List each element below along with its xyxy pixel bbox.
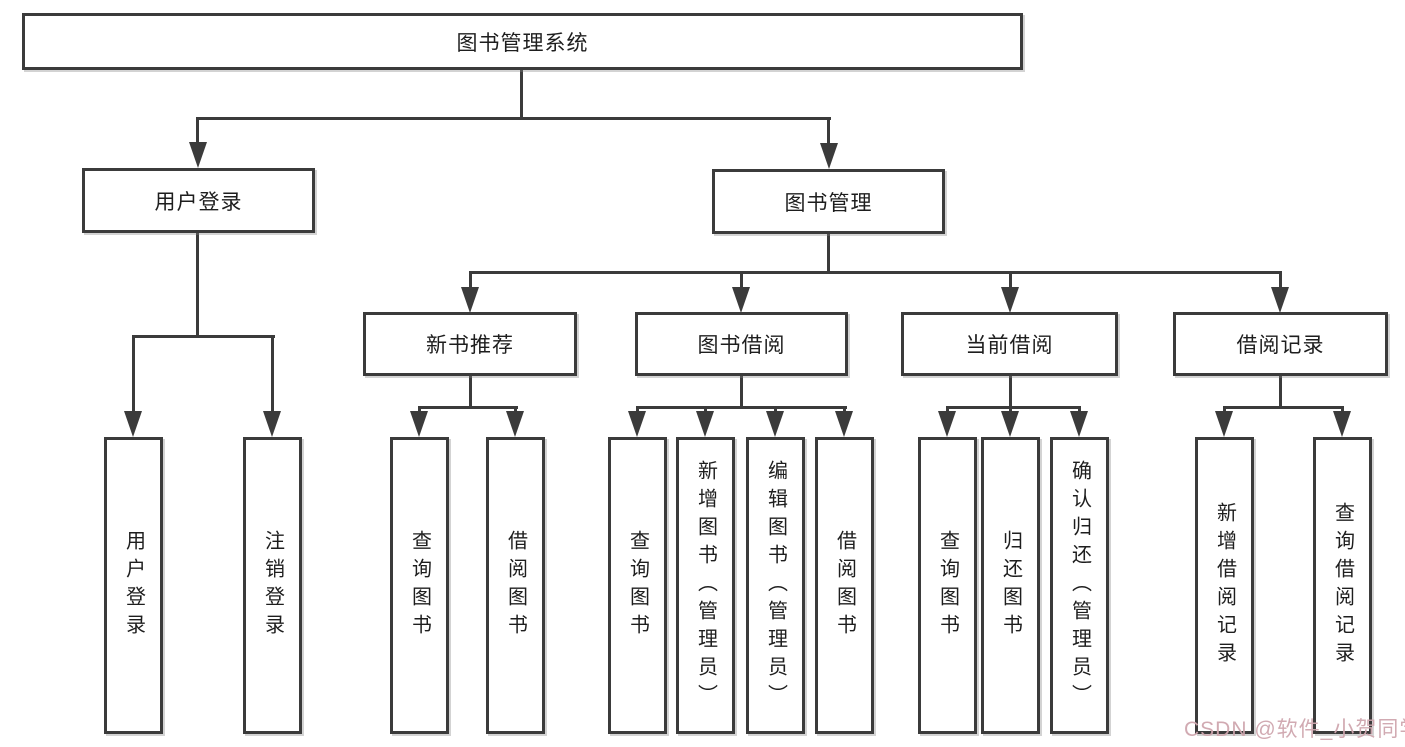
node-borrowing-records: 借阅记录 xyxy=(1173,312,1388,376)
connector-line xyxy=(1078,406,1081,414)
node-new-book-recommend: 新书推荐 xyxy=(363,312,577,376)
leaf-query-books-current-label: 查询图书 xyxy=(936,529,959,642)
node-current-borrowing-label: 当前借阅 xyxy=(965,334,1054,357)
connector-line xyxy=(1279,271,1282,289)
connector-line xyxy=(1009,406,1012,414)
connector-line xyxy=(946,406,949,414)
connector-line xyxy=(1009,271,1012,289)
node-book-borrowing-label: 图书借阅 xyxy=(697,334,786,357)
leaf-borrow-books-recommend: 借阅图书 xyxy=(486,437,545,734)
connector-line xyxy=(946,406,1081,409)
connector-line xyxy=(1223,406,1226,414)
leaf-add-borrow-record-label: 新增借阅记录 xyxy=(1213,501,1236,670)
node-new-book-recommend-label: 新书推荐 xyxy=(426,334,514,357)
leaf-add-borrow-record: 新增借阅记录 xyxy=(1195,437,1254,734)
leaf-query-books-recommend-label: 查询图书 xyxy=(408,529,431,642)
connector-line xyxy=(740,271,743,289)
connector-line xyxy=(132,335,275,338)
node-current-borrowing: 当前借阅 xyxy=(901,312,1118,376)
leaf-query-books-borrowing-label: 查询图书 xyxy=(626,529,649,642)
connector-arrow xyxy=(410,411,428,437)
connector-arrow xyxy=(1271,287,1289,313)
connector-arrow xyxy=(506,411,524,437)
leaf-borrow-books-label: 借阅图书 xyxy=(833,529,856,642)
connector-arrow xyxy=(461,287,479,313)
connector-line xyxy=(843,406,846,414)
connector-arrow xyxy=(263,411,281,437)
leaf-query-borrow-record: 查询借阅记录 xyxy=(1313,437,1372,734)
connector-line xyxy=(636,406,847,409)
node-borrowing-records-label: 借阅记录 xyxy=(1236,334,1325,357)
connector-line xyxy=(740,376,743,409)
node-book-borrowing: 图书借阅 xyxy=(635,312,848,376)
connector-line xyxy=(514,406,517,414)
connector-line xyxy=(196,117,199,145)
connector-arrow xyxy=(766,411,784,437)
connector-arrow xyxy=(189,142,207,168)
leaf-return-books: 归还图书 xyxy=(981,437,1040,734)
node-root: 图书管理系统 xyxy=(22,13,1023,70)
leaf-edit-books-admin: 编辑图书（管理员） xyxy=(746,437,805,734)
leaf-borrow-books: 借阅图书 xyxy=(815,437,874,734)
connector-line xyxy=(827,234,830,271)
node-book-management: 图书管理 xyxy=(712,169,945,234)
connector-line xyxy=(636,406,639,414)
node-user-login: 用户登录 xyxy=(82,168,315,233)
connector-line xyxy=(827,117,830,145)
connector-line xyxy=(520,70,523,120)
leaf-confirm-return-admin-label: 确认归还（管理员） xyxy=(1068,459,1091,712)
connector-arrow xyxy=(820,143,838,169)
connector-line xyxy=(197,117,831,120)
connector-arrow xyxy=(1070,411,1088,437)
connector-arrow xyxy=(835,411,853,437)
connector-arrow xyxy=(696,411,714,437)
connector-line xyxy=(469,271,1281,274)
leaf-query-books-recommend: 查询图书 xyxy=(390,437,449,734)
connector-line xyxy=(1009,376,1012,409)
connector-arrow xyxy=(124,411,142,437)
connector-arrow xyxy=(732,287,750,313)
leaf-logout: 注销登录 xyxy=(243,437,302,734)
leaf-query-borrow-record-label: 查询借阅记录 xyxy=(1331,501,1354,670)
leaf-add-books-admin: 新增图书（管理员） xyxy=(676,437,735,734)
connector-line xyxy=(1223,406,1344,409)
connector-line xyxy=(469,271,472,289)
leaf-user-login-label: 用户登录 xyxy=(122,529,145,642)
connector-line xyxy=(774,406,777,414)
node-root-label: 图书管理系统 xyxy=(456,31,589,55)
connector-line xyxy=(1279,376,1282,409)
leaf-borrow-books-recommend-label: 借阅图书 xyxy=(504,529,527,642)
connector-arrow xyxy=(1333,411,1351,437)
leaf-query-books-borrowing: 查询图书 xyxy=(608,437,667,734)
connector-line xyxy=(418,406,421,414)
connector-arrow xyxy=(1215,411,1233,437)
connector-arrow xyxy=(1001,287,1019,313)
leaf-user-login: 用户登录 xyxy=(104,437,163,734)
leaf-logout-label: 注销登录 xyxy=(261,529,284,642)
connector-line xyxy=(469,376,472,409)
leaf-return-books-label: 归还图书 xyxy=(999,529,1022,642)
leaf-edit-books-admin-label: 编辑图书（管理员） xyxy=(764,459,787,712)
connector-line xyxy=(704,406,707,414)
node-user-login-label: 用户登录 xyxy=(154,190,243,214)
node-book-management-label: 图书管理 xyxy=(784,191,873,215)
connector-arrow xyxy=(628,411,646,437)
leaf-query-books-current: 查询图书 xyxy=(918,437,977,734)
connector-line xyxy=(1341,406,1344,414)
connector-arrow xyxy=(1001,411,1019,437)
connector-line xyxy=(132,335,135,413)
leaf-add-books-admin-label: 新增图书（管理员） xyxy=(694,459,717,712)
connector-line xyxy=(196,233,199,335)
leaf-confirm-return-admin: 确认归还（管理员） xyxy=(1050,437,1109,734)
watermark: CSDN @软件_小贺同学 xyxy=(1184,718,1405,741)
connector-arrow xyxy=(938,411,956,437)
connector-line xyxy=(271,335,274,413)
connector-line xyxy=(418,406,518,409)
